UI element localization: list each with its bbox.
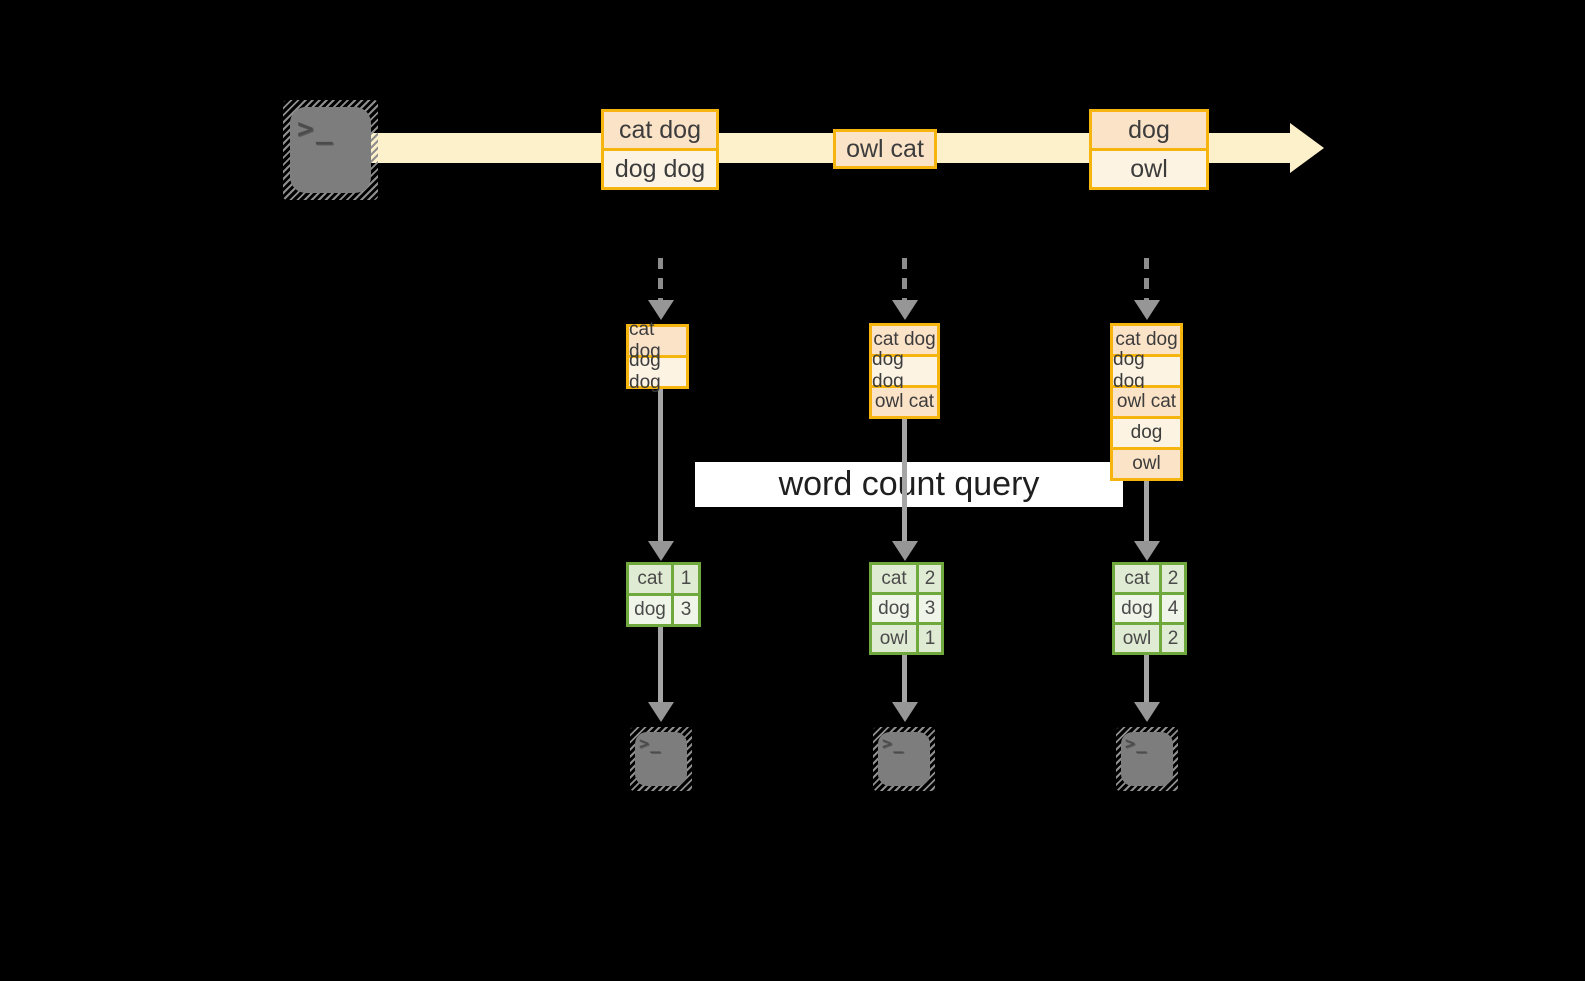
sink-terminal-icon: >_ xyxy=(873,727,935,791)
stream-arrow-head-icon xyxy=(1290,123,1324,173)
event-line: owl cat xyxy=(836,132,934,166)
batch-line: dog xyxy=(1113,419,1180,447)
input-batch-3: cat dog dog dog owl cat dog owl xyxy=(1110,323,1183,481)
event-line: owl xyxy=(1092,151,1206,187)
connector-line xyxy=(902,655,907,702)
event-line: cat dog xyxy=(604,112,716,148)
batch-line: dog dog xyxy=(629,350,686,393)
count-table-1: cat 1 dog 3 xyxy=(626,562,701,627)
word-cell: owl xyxy=(1115,625,1159,652)
input-batch-1: cat dog dog dog xyxy=(626,319,689,393)
batch-line: owl cat xyxy=(1113,388,1180,416)
connector-line xyxy=(658,627,663,702)
batch-line: cat dog xyxy=(872,326,937,354)
arrow-head-icon xyxy=(892,300,918,320)
word-cell: dog xyxy=(629,596,671,624)
dashed-arrow xyxy=(902,258,907,300)
arrow-head-icon xyxy=(648,702,674,722)
terminal-prompt-glyph: >_ xyxy=(639,734,662,754)
stream-event-3: dog owl xyxy=(1089,109,1209,190)
terminal-prompt-glyph: >_ xyxy=(882,734,905,754)
terminal-face xyxy=(290,107,371,193)
arrow-head-icon xyxy=(1134,702,1160,722)
count-table-2: cat 2 dog 3 owl 1 xyxy=(869,562,944,655)
query-label: word count query xyxy=(695,462,1123,507)
count-cell: 2 xyxy=(1162,565,1184,592)
terminal-face xyxy=(878,732,930,786)
dashed-arrow xyxy=(1144,258,1149,300)
event-line: dog dog xyxy=(604,151,716,187)
word-cell: owl xyxy=(872,625,916,652)
arrow-head-icon xyxy=(1134,541,1160,561)
word-cell: cat xyxy=(629,565,671,593)
connector-line xyxy=(658,389,663,541)
batch-line: dog dog xyxy=(872,349,937,392)
stream-event-1: cat dog dog dog xyxy=(601,109,719,190)
batch-line: cat dog xyxy=(1113,326,1180,354)
arrow-head-icon xyxy=(1134,300,1160,320)
word-cell: dog xyxy=(1115,595,1159,622)
connector-line xyxy=(1144,655,1149,702)
count-cell: 3 xyxy=(674,596,698,624)
dashed-arrow xyxy=(658,258,663,300)
event-line: dog xyxy=(1092,112,1206,148)
arrow-head-icon xyxy=(648,300,674,320)
word-cell: dog xyxy=(872,595,916,622)
count-cell: 1 xyxy=(919,625,941,652)
arrow-head-icon xyxy=(892,702,918,722)
word-cell: cat xyxy=(1115,565,1159,592)
source-terminal-icon: >_ xyxy=(283,100,378,200)
count-cell: 1 xyxy=(674,565,698,593)
count-cell: 3 xyxy=(919,595,941,622)
batch-line: owl cat xyxy=(872,388,937,416)
sink-terminal-icon: >_ xyxy=(1116,727,1178,791)
stream-event-2: owl cat xyxy=(833,129,937,169)
word-cell: cat xyxy=(872,565,916,592)
count-cell: 2 xyxy=(1162,625,1184,652)
arrow-head-icon xyxy=(892,541,918,561)
terminal-prompt-glyph: >_ xyxy=(297,112,335,145)
count-cell: 2 xyxy=(919,565,941,592)
connector-line xyxy=(902,419,907,541)
input-batch-2: cat dog dog dog owl cat xyxy=(869,323,940,419)
count-cell: 4 xyxy=(1162,595,1184,622)
terminal-face xyxy=(1121,732,1173,786)
sink-terminal-icon: >_ xyxy=(630,727,692,791)
terminal-prompt-glyph: >_ xyxy=(1125,734,1148,754)
connector-line xyxy=(1144,481,1149,541)
arrow-head-icon xyxy=(648,541,674,561)
terminal-face xyxy=(635,732,687,786)
batch-line: dog dog xyxy=(1113,349,1180,392)
batch-line: owl xyxy=(1113,450,1180,478)
count-table-3: cat 2 dog 4 owl 2 xyxy=(1112,562,1187,655)
